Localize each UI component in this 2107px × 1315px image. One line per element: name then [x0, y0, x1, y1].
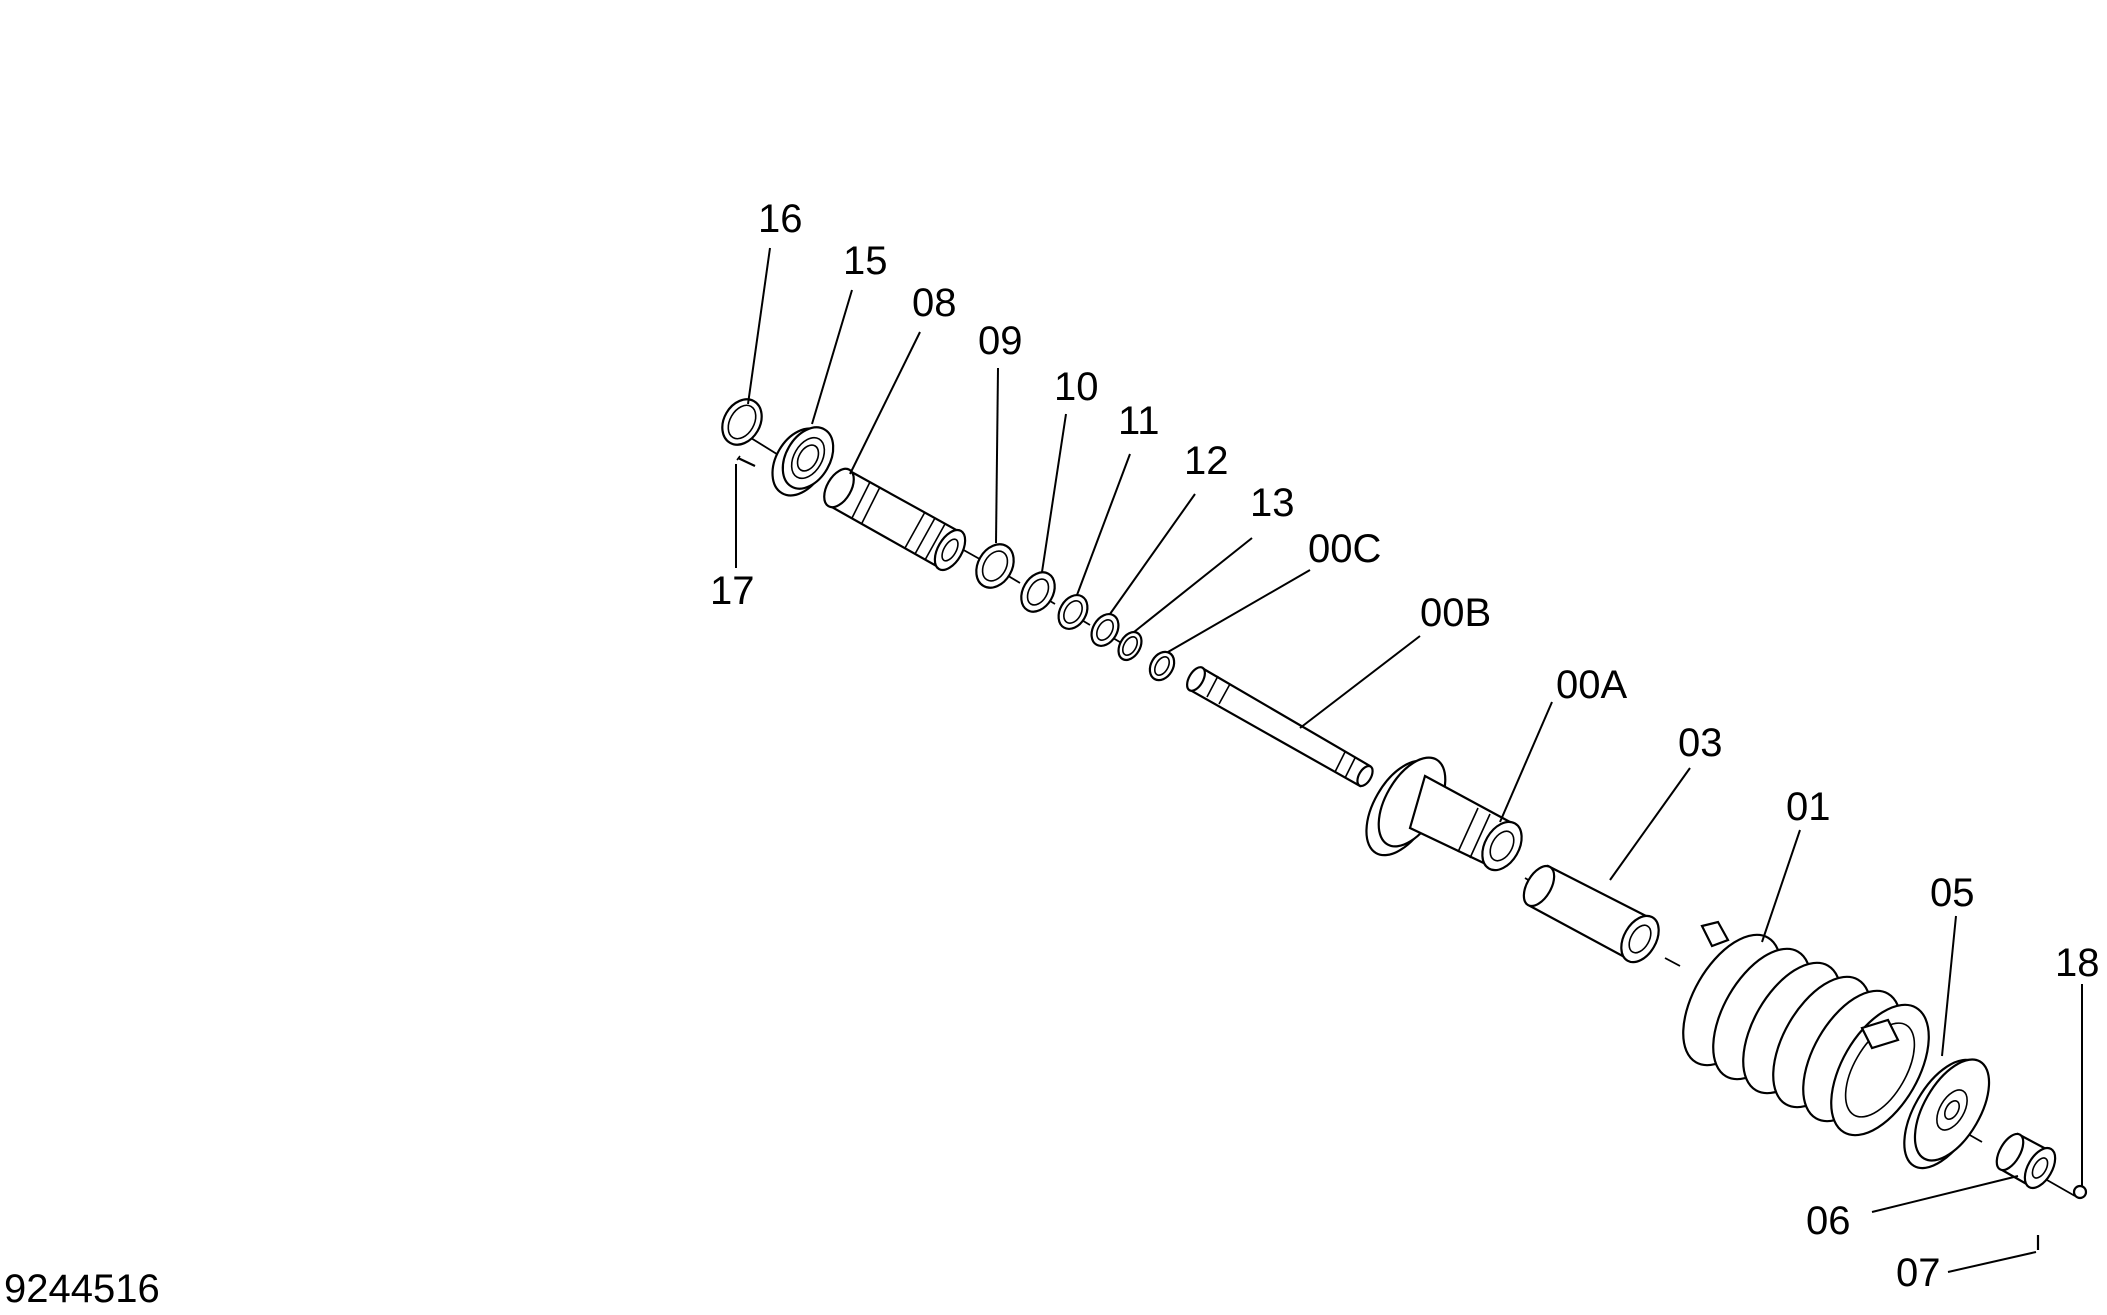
drawing-number: 9244516 [4, 1267, 160, 1311]
leader-10 [1041, 413, 1067, 573]
part-03-spacer [1522, 864, 1660, 964]
callout-01: 01 [1786, 785, 1831, 829]
part-12-o-ring [1090, 613, 1120, 647]
part-15-seal-housing [771, 426, 835, 497]
callout-labels: 16 15 08 09 10 11 12 13 00C 00B 00A 03 0… [710, 197, 2100, 1295]
leader-00C [1167, 569, 1311, 653]
callout-00B: 00B [1420, 591, 1491, 635]
callout-03: 03 [1678, 721, 1723, 765]
leader-00B [1299, 635, 1421, 729]
leader-03 [1609, 767, 1691, 881]
leader-07 [1947, 1251, 2037, 1273]
part-06-nut [1995, 1132, 2057, 1190]
callout-08: 08 [912, 281, 957, 325]
part-00B-rod [1186, 666, 1374, 788]
leader-13 [1133, 537, 1253, 633]
leader-15 [811, 289, 853, 425]
leader-00A [1499, 701, 1553, 823]
leader-06 [1871, 1175, 2019, 1213]
leader-11 [1076, 453, 1131, 596]
callout-11: 11 [1118, 399, 1160, 443]
part-17-pin [736, 455, 756, 467]
part-00C-o-ring [1148, 650, 1176, 682]
part-08-piston-rod [823, 467, 967, 572]
callout-07: 07 [1896, 1251, 1941, 1295]
callout-05: 05 [1930, 871, 1975, 915]
leader-lines [735, 247, 2083, 1273]
leader-16 [747, 247, 771, 405]
leader-05 [1941, 915, 1957, 1057]
part-13-ring [1117, 630, 1143, 662]
leader-12 [1109, 493, 1196, 615]
part-16-snap-ring [721, 398, 763, 446]
callout-13: 13 [1250, 481, 1295, 525]
part-05-plate [1903, 1058, 1991, 1170]
part-18-grease-fitting [2072, 1184, 2088, 1200]
callout-15: 15 [843, 239, 888, 283]
callout-10: 10 [1054, 365, 1099, 409]
callout-06: 06 [1806, 1199, 1851, 1243]
callout-18: 18 [2055, 941, 2100, 985]
callout-12: 12 [1184, 439, 1229, 483]
part-10-seal [1020, 571, 1056, 613]
leader-08 [849, 331, 921, 475]
part-11-backup-ring [1057, 594, 1089, 630]
callout-16: 16 [758, 197, 803, 241]
leader-01 [1761, 829, 1801, 943]
callout-17: 17 [710, 569, 755, 613]
part-01-spring [1682, 920, 1930, 1137]
callout-09: 09 [978, 319, 1023, 363]
callout-00A: 00A [1556, 663, 1627, 707]
part-09-ring [975, 543, 1015, 589]
callout-00C: 00C [1308, 527, 1381, 571]
part-00A-cylinder [1365, 756, 1523, 872]
leader-09 [995, 367, 999, 544]
